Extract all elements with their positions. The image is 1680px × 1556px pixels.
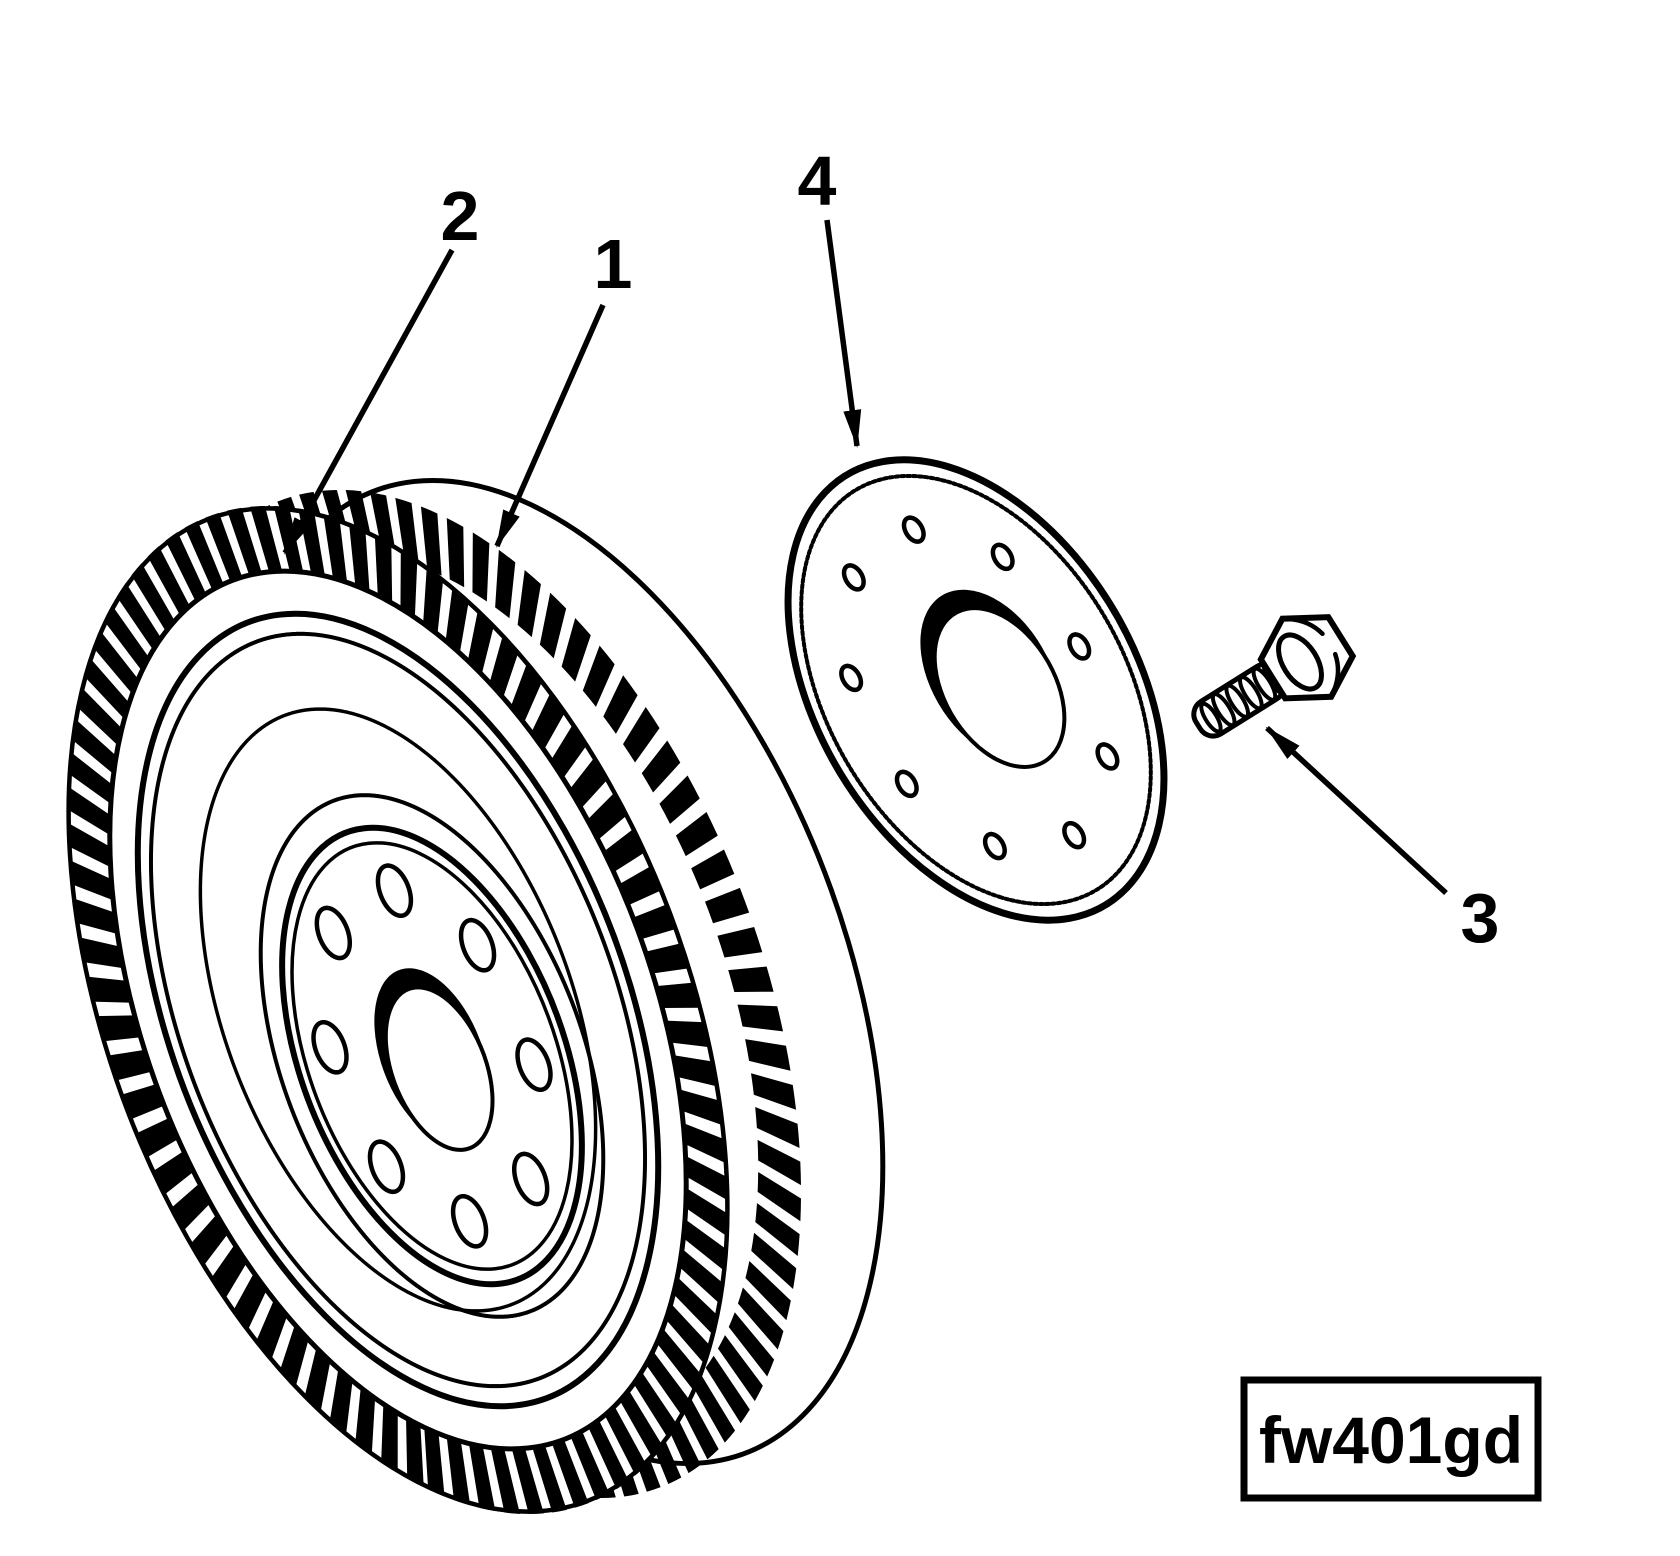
flywheel-rim-inner-ring [130,536,667,1484]
flywheel-rim-ring [115,511,681,1510]
plate-hole [840,663,862,692]
plate-hole [1096,742,1118,771]
adapter-plate-holes [819,489,1134,900]
bolt-head-face [1270,628,1331,697]
bolt-head-facet-line [1318,654,1351,690]
plate-hole [843,563,865,592]
ring-gear-teeth [66,505,730,1515]
mounting-bolt [1174,598,1365,765]
callout-1-label: 1 [594,225,633,303]
figure-code-box: fw401gd [1244,1380,1538,1498]
flywheel-face-arc-marks [183,631,613,1389]
bolt-hole [369,1135,405,1198]
callout-3-arrow [1265,725,1448,896]
callout-4-label: 4 [798,142,837,220]
hub-inner-ring [280,787,584,1324]
callout-2-arrow [282,248,455,555]
callout-3-label: 3 [1461,879,1500,957]
callout-4-arrow [824,219,862,448]
bolt-head-facet-line [1290,608,1323,644]
flywheel-hub [246,727,618,1384]
plate-hole [1068,632,1090,661]
bolt-hole [312,1016,348,1079]
bolt-hole [460,914,496,977]
bolt-hole [513,1147,549,1210]
figure-code-label: fw401gd [1259,1403,1523,1477]
plate-hole [992,542,1014,571]
callout-1-arrow [494,303,606,548]
bolt-hole [377,859,413,922]
callout-numbers: 2 1 4 3 [441,142,1500,957]
hub-outer-ring [269,768,595,1343]
plate-hole [984,832,1006,861]
plate-hole [903,515,925,544]
flywheel [40,353,911,1556]
adapter-plate [763,410,1189,970]
adapter-plate-center-bore [911,571,1073,784]
adapter-plate-rim [778,430,1174,951]
bolt-hole [452,1190,488,1253]
hub-bolt-holes [300,823,564,1289]
figure-code-border [1244,1380,1538,1498]
bolt-hole [315,901,351,964]
callout-2-label: 2 [441,177,480,255]
callout-arrows [282,219,1448,896]
bolt-hole [516,1033,552,1096]
plate-hole [1063,821,1085,850]
bolt-threads [1197,666,1279,736]
crankshaft-bore [369,945,497,1171]
flywheel-face [40,378,756,1556]
plate-hole [896,769,918,798]
hub-recess-ring [246,727,618,1384]
